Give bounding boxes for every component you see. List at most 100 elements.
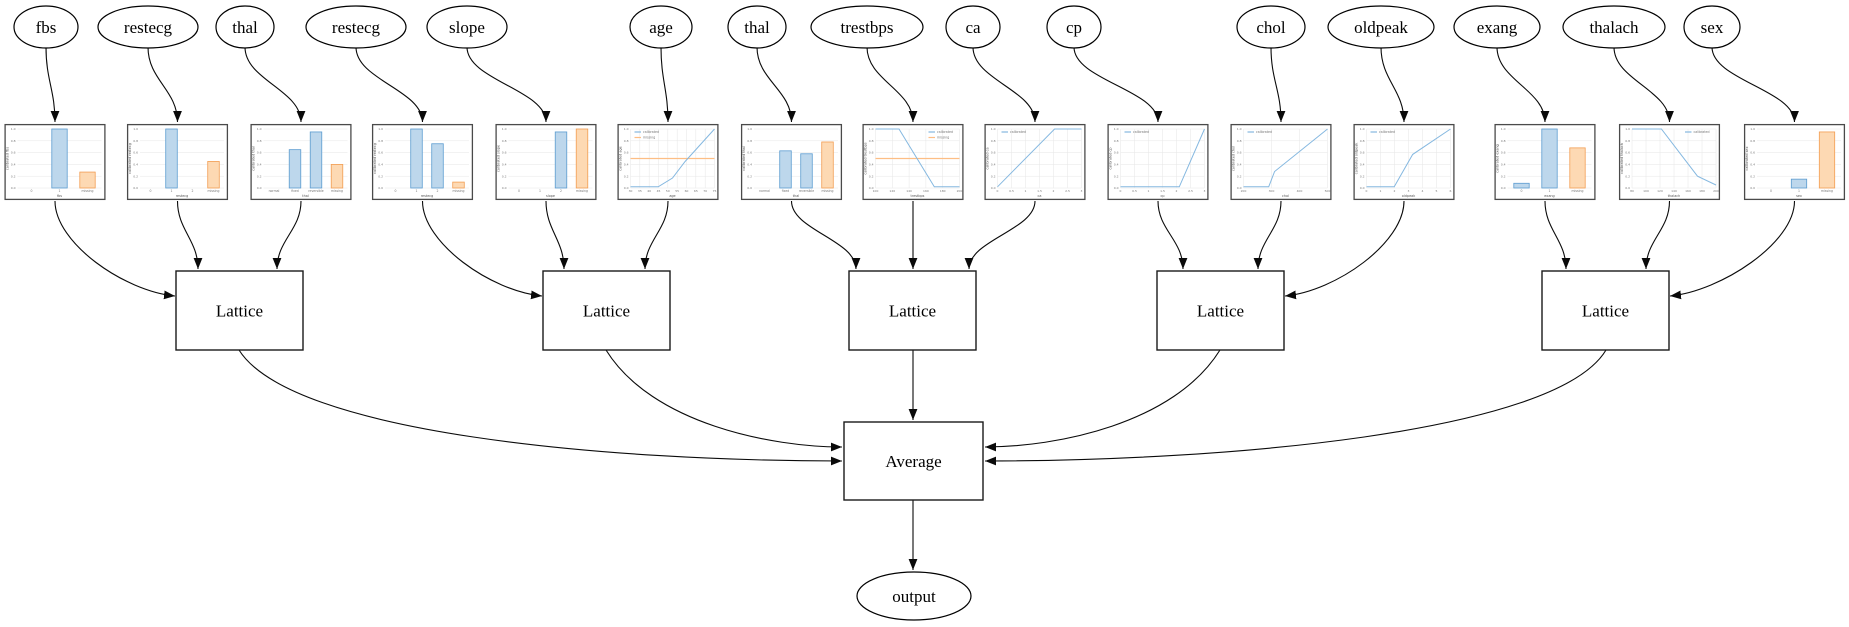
y-tick-label: 0.4 xyxy=(257,163,262,167)
feature-ellipse-exang xyxy=(1453,5,1541,49)
y-tick-label: 0.0 xyxy=(378,186,383,190)
y-axis-label: calibrated restecg xyxy=(128,143,132,174)
x-tick-label: 2 xyxy=(437,189,439,193)
y-axis-label: calibrated chol xyxy=(1232,146,1236,171)
edge-calibrator-age-to-lattice xyxy=(640,200,669,270)
y-axis-label: calibrated cp xyxy=(1109,147,1113,169)
y-tick-label: 0.2 xyxy=(1625,174,1630,178)
x-tick-label: 120 xyxy=(889,189,895,193)
feature-ellipse-ca xyxy=(945,5,1001,49)
y-tick-label: 0.6 xyxy=(747,151,752,155)
calibration-line xyxy=(1120,128,1205,188)
x-tick-label: 50 xyxy=(666,189,670,193)
x-tick-label: 45 xyxy=(657,189,661,193)
y-tick-label: 0.8 xyxy=(747,139,752,143)
lattice-node-5: Lattice xyxy=(1541,270,1670,351)
x-tick-label: 1 xyxy=(1025,189,1027,193)
feature-ellipse-restecg xyxy=(305,5,407,49)
y-tick-label: 1.0 xyxy=(257,127,262,131)
calibrated-bar xyxy=(1513,182,1530,189)
feature-node-thalach-13: thalach xyxy=(1562,5,1666,49)
y-tick-label: 0.0 xyxy=(1114,186,1119,190)
x-tick-label: 200 xyxy=(1241,189,1247,193)
legend-label: calibrated xyxy=(1133,130,1149,134)
y-tick-label: 0.8 xyxy=(869,139,874,143)
y-tick-label: 0.0 xyxy=(991,186,996,190)
feature-node-cp-9: cp xyxy=(1046,5,1102,49)
missing-bar xyxy=(207,161,220,189)
output-ellipse xyxy=(856,571,972,621)
y-axis-label: calibrated thalach xyxy=(1620,143,1624,174)
missing-bar xyxy=(330,164,344,189)
y-tick-label: 0.8 xyxy=(257,139,262,143)
lattice-box xyxy=(175,270,304,351)
x-tick-label: 5 xyxy=(1436,189,1438,193)
y-tick-label: 0.0 xyxy=(11,186,16,190)
y-axis-label: calibrated ca xyxy=(986,147,990,169)
y-tick-label: 0.8 xyxy=(991,139,996,143)
y-tick-label: 0.4 xyxy=(1750,163,1755,167)
x-tick-label: missing xyxy=(822,189,834,193)
feature-node-restecg-3: restecg xyxy=(305,5,407,49)
y-tick-label: 0.0 xyxy=(1360,186,1365,190)
feature-label: trestbps xyxy=(841,18,894,37)
y-tick-label: 0.4 xyxy=(378,163,383,167)
x-tick-label: 140 xyxy=(906,189,912,193)
x-tick-label: 160 xyxy=(923,189,929,193)
x-tick-label: normal xyxy=(759,189,770,193)
x-tick-label: 55 xyxy=(675,189,679,193)
y-tick-label: 0.0 xyxy=(1625,186,1630,190)
edge-trestbps-to-calibrator xyxy=(866,46,918,123)
missing-bar xyxy=(452,181,465,189)
calibrated-bar xyxy=(288,149,302,189)
feature-label: thal xyxy=(232,18,258,37)
legend-label: calibrated xyxy=(1379,130,1395,134)
x-tick-label: reversible xyxy=(308,189,323,193)
y-tick-label: 0.4 xyxy=(133,163,138,167)
y-tick-label: 0.8 xyxy=(133,139,138,143)
x-tick-label: 0 xyxy=(395,189,397,193)
edge-restecg-to-calibrator xyxy=(147,46,182,123)
output-node: output xyxy=(856,571,972,621)
x-axis-label: sex xyxy=(1796,194,1802,198)
y-tick-label: 0.8 xyxy=(1237,139,1242,143)
x-tick-label: 140 xyxy=(1671,189,1677,193)
y-tick-label: 0.8 xyxy=(624,139,629,143)
y-tick-label: 0.0 xyxy=(624,186,629,190)
x-tick-label: 4 xyxy=(1422,189,1424,193)
y-tick-label: 0.0 xyxy=(1750,186,1755,190)
x-axis-label: slope xyxy=(546,194,555,198)
y-tick-label: 0.2 xyxy=(1750,174,1755,178)
x-tick-label: 0.5 xyxy=(1132,189,1137,193)
edge-calibrator-chol-to-lattice xyxy=(1253,200,1282,270)
y-tick-label: 0.2 xyxy=(133,174,138,178)
x-tick-label: fixed xyxy=(782,189,790,193)
y-tick-label: 0.6 xyxy=(1360,151,1365,155)
y-tick-label: 0.0 xyxy=(257,186,262,190)
x-tick-label: 400 xyxy=(1297,189,1303,193)
edge-exang-to-calibrator xyxy=(1496,46,1550,123)
x-tick-label: normal xyxy=(269,189,280,193)
y-tick-label: 0.6 xyxy=(378,151,383,155)
lattice-box xyxy=(1541,270,1670,351)
lattice-node-1: Lattice xyxy=(175,270,304,351)
y-tick-label: 1.0 xyxy=(624,127,629,131)
y-tick-label: 1.0 xyxy=(1625,127,1630,131)
y-tick-label: 0.2 xyxy=(11,174,16,178)
y-tick-label: 0.4 xyxy=(747,163,752,167)
x-axis-label: thal xyxy=(302,194,309,198)
x-tick-label: reversible xyxy=(799,189,814,193)
feature-ellipse-age xyxy=(629,5,693,49)
legend-label: calibrated xyxy=(1010,130,1026,134)
x-tick-label: 0 xyxy=(1521,189,1523,193)
edge-thal-to-calibrator xyxy=(756,46,796,123)
y-axis-label: calibrated sex xyxy=(1745,147,1749,171)
y-tick-label: 0.4 xyxy=(991,163,996,167)
feature-label: slope xyxy=(449,18,485,37)
